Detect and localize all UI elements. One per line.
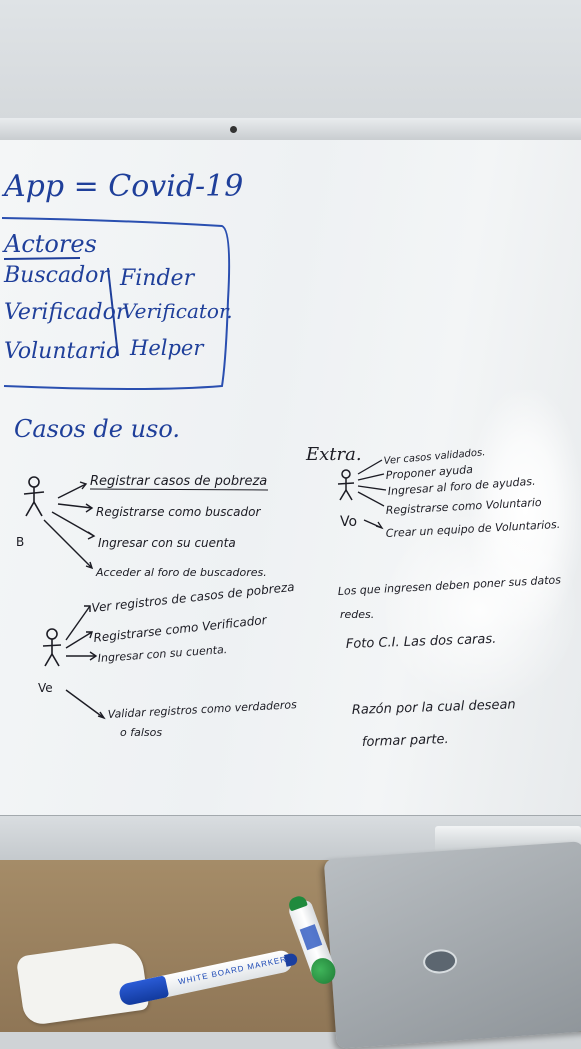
stick-figure-buscador-icon — [23, 476, 45, 517]
actors-divider — [107, 267, 119, 357]
use-case-ingresar-cuenta-1: Ingresar con su cuenta — [98, 536, 236, 550]
group2-arrows — [65, 605, 106, 720]
whiteboard — [0, 140, 581, 840]
stick-figure-verificador-icon — [42, 628, 62, 667]
note-datos: Los que ingresen deben poner sus datos — [337, 573, 561, 598]
actor-en-verificator: Verificator. — [122, 299, 233, 323]
use-case-validar-registros-cont: o falsos — [120, 726, 162, 739]
light-glare-secondary — [380, 510, 580, 710]
use-case-registrarse-voluntario: Registrarse como Voluntario — [385, 496, 542, 517]
note-foto-ci: Foto C.I. Las dos caras. — [346, 632, 497, 652]
actors-box — [1, 217, 231, 390]
extra-heading: Extra. — [305, 444, 362, 465]
actor-es-buscador: Buscador — [3, 263, 110, 288]
group1-arrows — [43, 481, 96, 570]
laptop — [323, 841, 581, 1049]
board-title: App = Covid-19 — [1, 169, 243, 204]
use-case-ingresar-cuenta-2: Ingresar con su cuenta. — [97, 643, 227, 665]
note-redes: redes. — [340, 608, 374, 621]
actor-es-verificador: Verificador — [4, 300, 128, 325]
use-case-validar-registros: Validar registros como verdaderos — [107, 698, 297, 721]
note-formar-parte: formar parte. — [362, 732, 449, 750]
actor-es-voluntario: Voluntario — [4, 339, 119, 364]
use-case-registrarse-verificador: Registrarse como Verificador — [93, 613, 268, 645]
actors-heading: Actores — [2, 230, 97, 258]
use-case-underline — [89, 488, 269, 491]
actor-en-finder: Finder — [119, 266, 196, 291]
wall-tack — [230, 126, 237, 133]
wall — [0, 0, 581, 130]
actors-underline — [3, 257, 81, 260]
use-case-acceder-foro: Acceder al foro de buscadores. — [95, 566, 267, 579]
green-marker-label — [299, 924, 323, 951]
use-case-registrar-casos: Registrar casos de pobreza — [90, 474, 267, 489]
actor-label-vo: Vo — [340, 514, 357, 530]
use-case-ver-registros: Ver registros de casos de pobreza — [91, 580, 295, 615]
note-razon: Razón por la cual desean — [352, 697, 516, 718]
use-case-crear-equipo: Crear un equipo de Voluntarios. — [385, 518, 560, 540]
group3-arrows — [357, 459, 387, 530]
use-case-proponer-ayuda: Proponer ayuda — [385, 463, 473, 482]
actor-label-ve: Ve — [38, 681, 53, 695]
use-case-registrarse-buscador: Registrarse como buscador — [96, 505, 261, 519]
stick-figure-voluntario-icon — [337, 469, 355, 501]
actor-en-helper: Helper — [129, 336, 205, 360]
laptop-logo-icon — [422, 948, 458, 975]
actor-label-b: B — [16, 535, 24, 549]
uses-heading: Casos de uso. — [14, 415, 180, 443]
